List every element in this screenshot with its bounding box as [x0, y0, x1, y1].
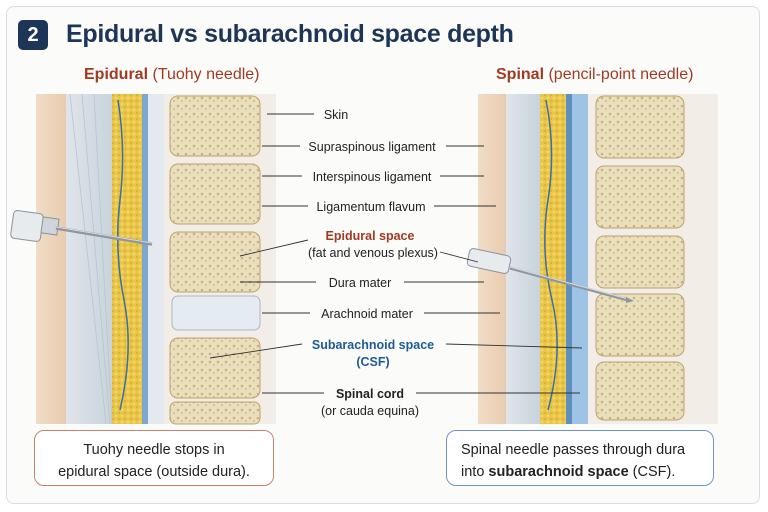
left-dura — [142, 94, 148, 424]
right-epidural-fat — [540, 94, 566, 424]
left-anatomy — [10, 93, 276, 425]
left-panel-detail: (Tuohy needle) — [152, 66, 260, 83]
label-ligamentum-flavum: Ligamentum flavum — [316, 200, 426, 214]
right-csf — [572, 94, 588, 424]
label-arachnoid-mater: Arachnoid mater — [321, 307, 413, 321]
spinal-note-line1: Spinal needle passes through dura — [461, 442, 686, 458]
left-venous-plexus — [117, 99, 129, 411]
right-ligament-layer — [506, 94, 540, 424]
epidural-note-line1: Tuohy needle stops in — [83, 442, 225, 458]
spinal-needle — [466, 248, 634, 303]
step-badge: 2 — [18, 20, 48, 50]
epidural-note-line2: epidural space (outside dura). — [58, 464, 250, 480]
leader-lines — [209, 113, 583, 394]
label-supraspinous-ligament: Supraspinous ligament — [308, 140, 436, 154]
left-skin-layer — [36, 94, 66, 424]
right-venous-plexus — [544, 99, 558, 411]
left-vertebrae — [169, 95, 261, 425]
right-anatomy — [466, 94, 718, 424]
label-epidural-space: Epidural space — [325, 229, 415, 243]
label-cauda-equina: (or cauda equina) — [321, 404, 419, 418]
figure-title: Epidural vs subarachnoid space depth — [66, 20, 514, 48]
tuohy-needle — [10, 210, 153, 246]
label-epidural-detail: (fat and venous plexus) — [308, 246, 438, 260]
epidural-note: Tuohy needle stops in epidural space (ou… — [34, 430, 274, 486]
right-panel-title: Spinal (pencil-point needle) — [496, 66, 693, 84]
spinal-note: Spinal needle passes through dura into s… — [446, 430, 714, 486]
spinal-note-suffix: (CSF). — [628, 464, 676, 480]
left-ligament-layer — [66, 94, 112, 424]
left-panel-title: Epidural (Tuohy needle) — [84, 66, 260, 84]
label-dura-mater: Dura mater — [328, 276, 392, 290]
label-subarachnoid-space: Subarachnoid space — [311, 338, 435, 352]
label-spinal-cord: Spinal cord — [335, 387, 405, 401]
right-panel-name: Spinal — [496, 66, 545, 83]
right-dura — [566, 94, 572, 424]
right-vertebrae — [595, 95, 685, 421]
spinal-note-line2: into subarachnoid space (CSF). — [461, 461, 699, 483]
spinal-note-strong: subarachnoid space — [488, 464, 629, 480]
right-panel-detail: (pencil-point needle) — [548, 66, 694, 83]
spinal-note-prefix: into — [461, 464, 489, 480]
label-interspinous-ligament: Interspinous ligament — [312, 170, 432, 184]
label-csf: (CSF) — [356, 355, 390, 369]
label-skin: Skin — [323, 108, 349, 122]
left-panel-name: Epidural — [84, 66, 149, 83]
